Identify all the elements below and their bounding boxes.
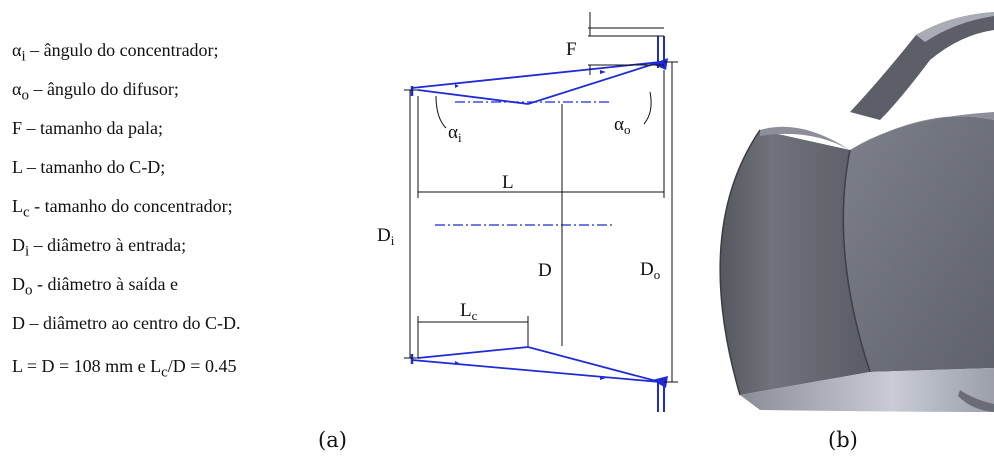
dim-l [417,70,665,198]
legend-item-di: Di – diâmetro à entrada; [12,235,187,260]
technical-drawing: F L Di D Do [377,12,678,412]
bottom-vane-tip [652,376,668,388]
legend-item-d: D – diâmetro ao centro do C-D. [12,313,241,333]
label-l: L [502,172,514,193]
label-di: Di [377,225,395,248]
panel-label-a: (a) [318,428,347,452]
label-f: F [566,39,577,60]
label-do: Do [640,259,660,282]
angle-arc-ai [435,95,447,129]
top-rim [760,112,994,150]
formula: L = D = 108 mm e Lc/D = 0.45 [12,356,237,381]
legend-item-lc: Lc - tamanho do concentrador; [12,196,233,221]
top-vane-3d [850,12,994,120]
dim-do [664,61,678,383]
inlet-edge [719,129,761,396]
label-d: D [538,260,552,281]
bottom-flange [740,368,994,412]
top-vane-tip [652,58,668,70]
legend-item-do: Do - diâmetro à saída e [12,274,178,299]
legend-item-f: F – tamanho da pala; [12,118,163,138]
legend-item-alpha-i: αi – ângulo do concentrador; [12,40,219,65]
legend-item-alpha-o: αo – ângulo do difusor; [12,79,179,104]
dim-lc [417,316,529,358]
waist-edge [842,149,871,373]
panel-label-b: (b) [828,428,858,452]
bottom-profile [411,346,661,383]
outlet-shell [843,116,994,372]
top-vane-highlight [916,12,994,42]
top-profile [411,61,661,105]
legend-item-l: L – tamanho do C-D; [12,157,166,177]
inlet-shell [720,130,870,395]
bottom-vane-3d [958,390,994,412]
label-lc: Lc [460,300,478,323]
angle-arc-ao [643,91,652,125]
label-ai: αi [448,122,462,145]
dim-di [404,89,418,359]
render-3d [719,12,994,412]
dim-f [588,12,664,75]
label-ao: αo [614,114,630,137]
